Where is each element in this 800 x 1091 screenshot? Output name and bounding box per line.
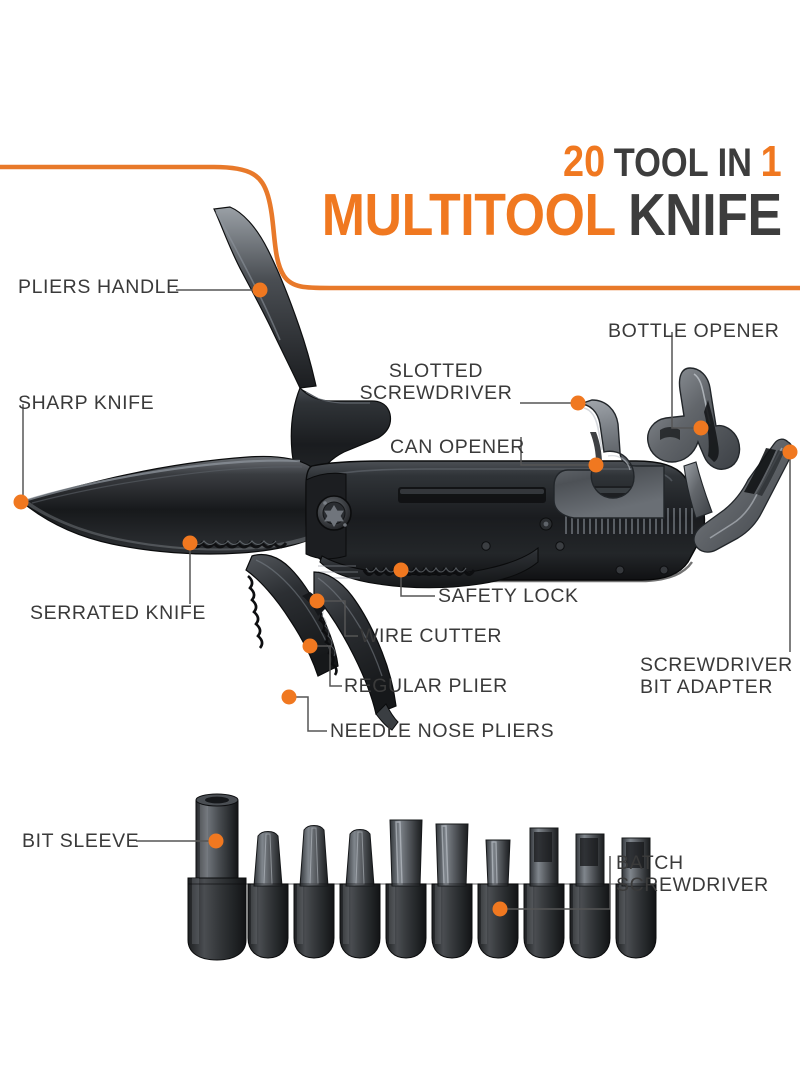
- dot-safety-lock: [393, 562, 409, 578]
- callout-label-sharp-knife: SHARP KNIFE: [18, 392, 155, 414]
- dot-slotted-screwdriver: [570, 395, 586, 411]
- leader-needle-nose: [289, 696, 327, 732]
- bit-item: [385, 819, 427, 959]
- callout-label-wire-cutter: WIRE CUTTER: [360, 625, 503, 647]
- dot-regular-plier: [302, 638, 318, 654]
- title-product: MULTITOOL: [322, 182, 617, 248]
- dot-bottle-opener: [693, 420, 709, 436]
- tool-count: 20: [563, 137, 606, 186]
- title-tool-in: TOOL IN: [614, 141, 753, 185]
- leader-safety-lock: [400, 570, 435, 597]
- jimping-group: [565, 508, 693, 534]
- callout-label-slotted-screwdriver: SLOTTED SCREWDRIVER: [359, 360, 513, 404]
- dot-wire-cutter: [309, 593, 325, 609]
- bit-item: [247, 831, 289, 959]
- leader-can-opener: [520, 437, 596, 466]
- dot-sharp-knife: [13, 494, 29, 510]
- bit-item: [339, 829, 381, 959]
- part-bottle-opener: [647, 367, 741, 519]
- bit-set-group: [187, 793, 657, 961]
- bit-item: [615, 837, 657, 959]
- callout-label-bit-sleeve: BIT SLEEVE: [22, 830, 140, 852]
- callout-label-needle-nose-pliers: NEEDLE NOSE PLIERS: [330, 720, 555, 742]
- leader-bottle-opener: [671, 332, 701, 429]
- dot-pliers-handle: [252, 282, 268, 298]
- tool-in-one: 1: [760, 137, 782, 186]
- callout-label-bottle-opener: BOTTLE OPENER: [608, 320, 780, 342]
- callout-label-safety-lock: SAFETY LOCK: [438, 585, 579, 607]
- dot-bit-sleeve: [208, 833, 224, 849]
- callout-dots: [13, 282, 798, 917]
- callout-label-serrated-knife: SERRATED KNIFE: [30, 602, 206, 624]
- part-screwdriver-bit-adapter: [693, 438, 793, 553]
- orange-swoosh-icon: [0, 164, 800, 291]
- part-can-opener-slotted: [553, 399, 665, 519]
- leader-wire-cutter: [317, 600, 358, 637]
- title-product-type: KNIFE: [628, 182, 782, 248]
- dot-needle-nose: [281, 689, 297, 705]
- bit-item: [431, 823, 473, 959]
- callout-label-can-opener: CAN OPENER: [390, 436, 525, 458]
- dot-can-opener: [588, 457, 604, 473]
- bit-item: [523, 827, 565, 959]
- leader-batch-screwdriver: [500, 856, 611, 910]
- callout-label-pliers-handle: PLIERS HANDLE: [18, 276, 180, 298]
- serration-group-blade: [188, 540, 288, 549]
- leader-regular-plier: [310, 645, 342, 687]
- bit-item: [569, 833, 611, 959]
- callout-label-bit-adapter: SCREWDRIVER BIT ADAPTER: [640, 654, 793, 698]
- bit-row: [247, 819, 657, 959]
- dot-batch-screwdriver: [492, 901, 508, 917]
- callout-label-regular-plier: REGULAR PLIER: [344, 675, 508, 697]
- dot-bit-adapter: [782, 444, 798, 460]
- dot-serrated-knife: [182, 535, 198, 551]
- part-pivot-assembly: [305, 472, 539, 589]
- bit-item: [293, 825, 335, 959]
- callout-label-batch-screwdriver: BATCH SCREWDRIVER: [616, 852, 769, 896]
